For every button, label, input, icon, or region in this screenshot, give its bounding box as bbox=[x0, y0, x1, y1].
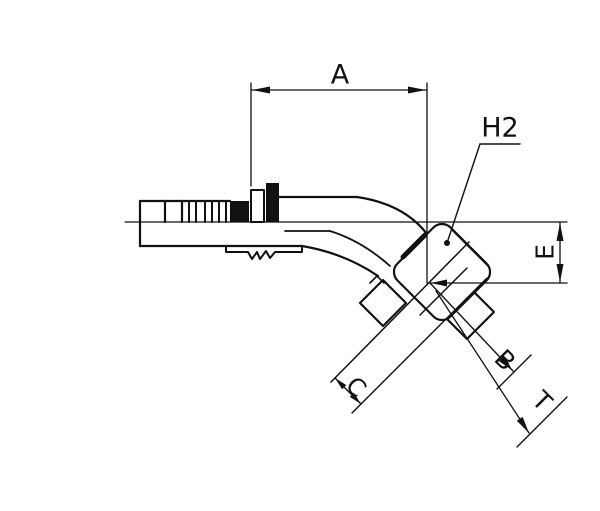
swivel-nut bbox=[392, 222, 492, 322]
hex-body bbox=[358, 275, 408, 328]
dim-t-ext-tick bbox=[516, 396, 568, 448]
h2-label: H2 bbox=[481, 113, 518, 144]
h2-leader-dot bbox=[444, 240, 450, 246]
shank-collar-bands bbox=[230, 183, 279, 223]
dimension-t: T bbox=[435, 290, 568, 448]
vertex-reference bbox=[429, 279, 568, 287]
tube-nut-contact-edge bbox=[400, 232, 428, 260]
h2-leader-line bbox=[446, 143, 481, 244]
callout-h2: H2 bbox=[444, 113, 521, 246]
raised-collar bbox=[250, 189, 265, 223]
end-face-extension-line bbox=[351, 277, 488, 414]
vertex-arrow bbox=[431, 279, 447, 287]
hex-body-step bbox=[369, 275, 385, 284]
arrow-c-upper bbox=[335, 378, 347, 390]
dim-e-label: E bbox=[531, 244, 560, 260]
black-band-1 bbox=[230, 201, 249, 222]
arrow-b bbox=[498, 356, 513, 371]
arrow-left bbox=[252, 86, 270, 94]
arrow-right bbox=[408, 86, 426, 94]
dim-t-label: T bbox=[526, 385, 559, 418]
black-band-2 bbox=[266, 183, 279, 222]
dimension-a: A bbox=[250, 60, 428, 284]
arrow-t bbox=[516, 416, 529, 433]
dim-b-ext-tick bbox=[496, 354, 532, 390]
arrow-c-lower bbox=[349, 392, 361, 404]
dim-b-label: B bbox=[489, 344, 522, 377]
seat-plane-line bbox=[330, 241, 470, 383]
nut-shoulder-line bbox=[451, 229, 489, 267]
dim-a-label: A bbox=[331, 60, 350, 91]
arrow-up bbox=[556, 223, 564, 241]
barb-serrations bbox=[188, 201, 227, 223]
nut-thread-boundary bbox=[419, 267, 468, 316]
dimension-e: E bbox=[531, 221, 564, 284]
arrow-down bbox=[556, 264, 564, 282]
hose-shank bbox=[138, 195, 429, 278]
crimp-skirt bbox=[225, 245, 303, 260]
